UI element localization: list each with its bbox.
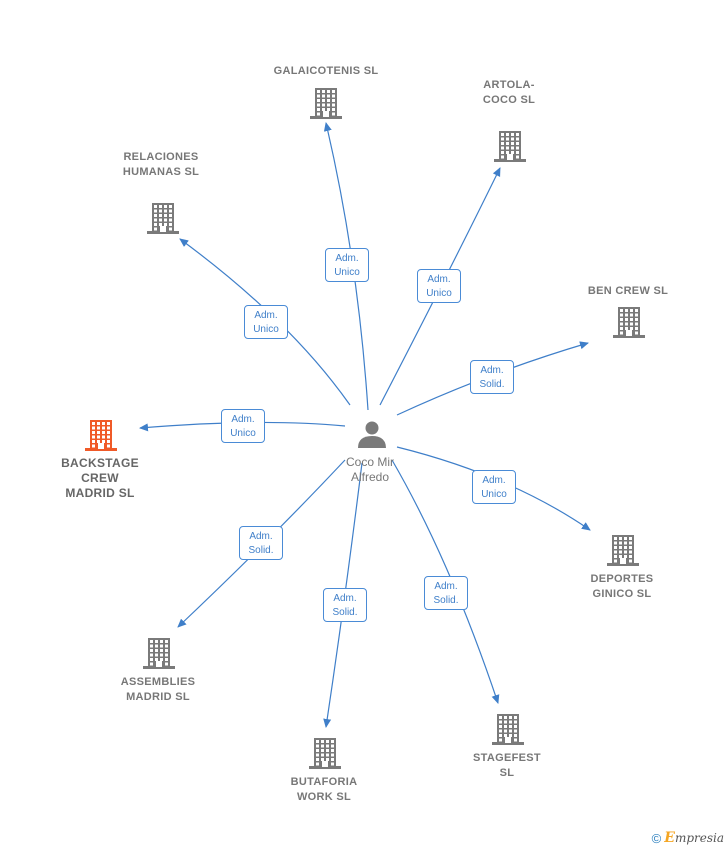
company-name-line: GINICO SL: [592, 588, 652, 600]
role-line: Adm.: [482, 475, 506, 486]
role-line: Unico: [230, 428, 256, 439]
building-icon[interactable]: [494, 131, 526, 162]
company-name-line: BEN CREW SL: [587, 285, 669, 297]
company-name-line: ARTOLA-: [483, 79, 535, 91]
role-line: Unico: [334, 267, 360, 278]
building-icon[interactable]: [492, 714, 524, 745]
copyright-icon: ©: [651, 830, 662, 846]
role-badge-stagefest[interactable]: Adm. Solid.: [424, 576, 468, 610]
edge-stagefest: [391, 459, 500, 704]
company-name-butaforia[interactable]: BUTAFORIA WORK SL: [259, 775, 389, 805]
building-icon[interactable]: [310, 88, 342, 119]
person-name-line: Coco Mir: [345, 455, 394, 469]
role-badge-relaciones[interactable]: Adm. Unico: [244, 305, 288, 339]
role-line: Unico: [253, 324, 279, 335]
building-icon[interactable]: [607, 535, 639, 566]
company-name-relaciones[interactable]: RELACIONES HUMANAS SL: [96, 150, 226, 180]
company-name-galaicotenis[interactable]: GALAICOTENIS SL: [261, 64, 391, 79]
company-name-line: RELACIONES: [123, 151, 199, 163]
company-name-stagefest[interactable]: STAGEFEST SL: [442, 751, 572, 781]
role-line: Solid.: [479, 379, 505, 390]
footer-brand: © Empresia: [652, 830, 724, 846]
role-badge-backstage[interactable]: Adm. Unico: [221, 409, 265, 443]
role-line: Adm.: [427, 274, 451, 285]
brand-logo[interactable]: Empresia: [664, 830, 724, 846]
role-line: Adm.: [480, 365, 504, 376]
role-badge-assemblies[interactable]: Adm. Solid.: [239, 526, 283, 560]
role-line: Unico: [426, 288, 452, 299]
role-line: Unico: [481, 489, 507, 500]
role-line: Solid.: [248, 545, 274, 556]
role-line: Adm.: [434, 581, 458, 592]
building-icon[interactable]: [147, 203, 179, 234]
company-name-line: MADRID SL: [126, 691, 190, 703]
role-badge-butaforia[interactable]: Adm. Solid.: [323, 588, 367, 622]
company-name-line: STAGEFEST: [473, 752, 541, 764]
company-name-line: SL: [499, 767, 515, 779]
role-badge-artola[interactable]: Adm. Unico: [417, 269, 461, 303]
company-name-deportes[interactable]: DEPORTES GINICO SL: [557, 572, 687, 602]
building-icon[interactable]: [613, 307, 645, 338]
building-icon[interactable]: [143, 638, 175, 669]
company-name-line: COCO SL: [482, 94, 536, 106]
building-icon[interactable]: [309, 738, 341, 769]
role-line: Adm.: [254, 310, 278, 321]
company-name-line: GALAICOTENIS SL: [273, 65, 379, 77]
building-icon[interactable]: [85, 420, 117, 451]
company-name-bencrew[interactable]: BEN CREW SL: [563, 284, 693, 299]
role-line: Solid.: [433, 595, 459, 606]
role-line: Adm.: [335, 253, 359, 264]
role-line: Adm.: [231, 414, 255, 425]
company-name-assemblies[interactable]: ASSEMBLIES MADRID SL: [93, 675, 223, 705]
role-badge-bencrew[interactable]: Adm. Solid.: [470, 360, 514, 394]
role-line: Adm.: [249, 531, 273, 542]
company-name-line: WORK SL: [296, 791, 352, 803]
role-line: Solid.: [332, 607, 358, 618]
role-badge-galaicotenis[interactable]: Adm. Unico: [325, 248, 369, 282]
company-name-artola[interactable]: ARTOLA- COCO SL: [444, 78, 574, 108]
role-line: Adm.: [333, 593, 357, 604]
company-name-line: BUTAFORIA: [290, 776, 358, 788]
company-name-line: HUMANAS SL: [122, 166, 200, 178]
company-name-line: MADRID SL: [65, 486, 135, 500]
person-icon[interactable]: [358, 421, 386, 449]
company-name-line: ASSEMBLIES: [120, 676, 196, 688]
person-name-line: Alfredo: [350, 470, 390, 484]
company-name-line: DEPORTES: [590, 573, 654, 585]
company-name-line: BACKSTAGE: [61, 456, 139, 470]
role-badge-deportes[interactable]: Adm. Unico: [472, 470, 516, 504]
company-name-line: CREW: [81, 471, 119, 485]
